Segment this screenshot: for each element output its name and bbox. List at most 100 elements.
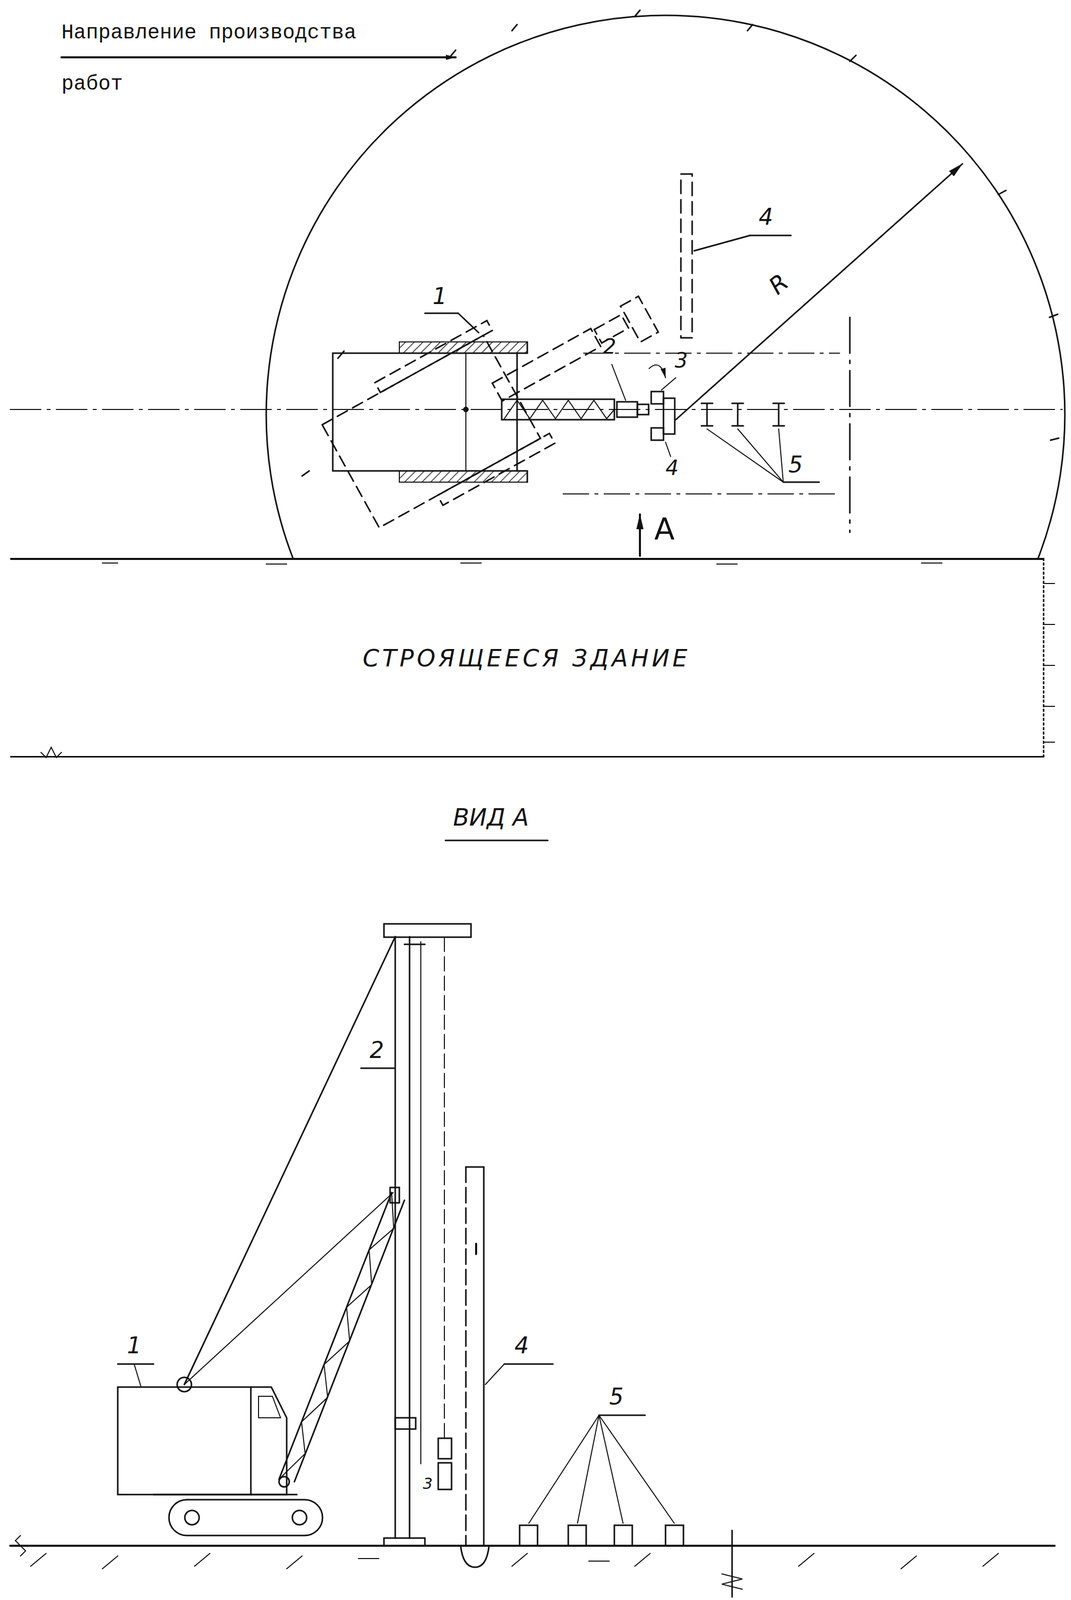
drawing-g xyxy=(102,563,1055,743)
drawing-line xyxy=(634,10,640,17)
drawing-g xyxy=(302,10,1059,477)
drawing-line xyxy=(184,936,396,1385)
drawing-circle xyxy=(279,1476,290,1488)
drawing-rect xyxy=(614,1525,633,1547)
drawing-line xyxy=(661,377,676,391)
callout-number: 4 xyxy=(514,1333,529,1359)
callout-number: 3 xyxy=(674,349,688,372)
drawing-line xyxy=(465,1167,467,1547)
drawing-line xyxy=(583,352,840,354)
drawing-line xyxy=(783,481,820,484)
drawing-line xyxy=(420,941,422,1465)
drawing-line xyxy=(747,24,753,31)
drawing-line xyxy=(1044,741,1055,743)
callout-number: 3 xyxy=(422,1475,433,1493)
drawing-line xyxy=(598,1415,675,1524)
drawing-path xyxy=(266,15,1065,559)
drawing-line xyxy=(475,1244,478,1255)
drawing-rect xyxy=(651,391,664,404)
drawing-path xyxy=(40,747,62,758)
drawing-line xyxy=(511,1553,528,1567)
drawing-rect xyxy=(438,1463,452,1490)
drawing-line xyxy=(443,937,445,1439)
drawing-path xyxy=(517,470,528,483)
drawing-rect xyxy=(374,320,492,393)
callout-number: 4 xyxy=(758,204,774,230)
drawing-line xyxy=(30,1553,47,1567)
drawing-line xyxy=(302,470,310,477)
drawing-line xyxy=(485,1364,505,1385)
drawing-line xyxy=(358,1558,379,1560)
drawing-circle xyxy=(292,1510,307,1526)
drawing-line xyxy=(337,351,345,359)
drawing-line xyxy=(716,563,738,565)
drawing-line xyxy=(394,936,397,1539)
drawing-circle xyxy=(463,407,469,413)
drawing-path xyxy=(721,1574,743,1590)
drawing-line xyxy=(998,190,1006,195)
drawing-g xyxy=(316,250,682,539)
drawing-path xyxy=(460,1547,489,1568)
callout-number: 2 xyxy=(603,335,616,358)
callout-number: 5 xyxy=(788,452,803,478)
drawing-line xyxy=(1050,438,1059,441)
drawing-rect xyxy=(437,433,555,506)
drawing-line xyxy=(598,1415,646,1417)
drawing-path xyxy=(517,341,528,354)
drawing-rect xyxy=(651,427,664,441)
direction-note: Направление производства работ xyxy=(61,7,390,111)
drawing-line xyxy=(528,1415,599,1524)
drawing-line xyxy=(1049,314,1058,318)
drawing-path xyxy=(732,403,744,426)
callout-number: 4 xyxy=(665,456,679,480)
building-outline: СТРОЯЩЕЕСЯ ЗДАНИЕ xyxy=(10,558,1045,758)
drawing-line xyxy=(286,1556,303,1570)
drawing-line xyxy=(404,944,425,946)
drawing-path xyxy=(773,403,785,426)
drawing-rect xyxy=(663,398,675,435)
radius-label: R xyxy=(763,269,794,300)
drawing-line xyxy=(279,1192,392,1480)
drawing-path xyxy=(701,403,713,426)
drawing-line xyxy=(458,313,479,333)
drawing-line xyxy=(588,1560,610,1562)
drawing-line xyxy=(460,562,482,564)
drawing-line xyxy=(1044,665,1055,667)
drawing-rect xyxy=(117,1387,251,1495)
drawing-rect xyxy=(616,401,638,418)
drawing-path xyxy=(15,1535,26,1557)
drawing-rect xyxy=(568,1525,587,1547)
callout-number: 2 xyxy=(369,1038,384,1063)
drawing-rect xyxy=(637,404,649,415)
drawing-line xyxy=(153,1494,297,1496)
drawing-line xyxy=(1044,624,1055,626)
drawing-line xyxy=(611,364,626,401)
drawing-line xyxy=(675,163,963,420)
drawing-polyline xyxy=(279,1192,394,1480)
drawing-line xyxy=(707,429,784,483)
drawing-line xyxy=(424,312,459,315)
drawing-line xyxy=(982,1553,999,1567)
drawing-line xyxy=(134,1364,141,1387)
view-mark: A xyxy=(654,513,675,547)
callout-number: 1 xyxy=(126,1333,142,1359)
drawing-line xyxy=(445,840,548,842)
drawing-line xyxy=(1044,705,1055,708)
drawing-rect xyxy=(492,328,602,402)
drawing-rect xyxy=(399,341,528,354)
drawing-line xyxy=(849,55,856,62)
drawing-line xyxy=(1044,583,1055,585)
drawing-line xyxy=(504,1363,553,1366)
callout-number: 5 xyxy=(609,1384,624,1410)
drawing-g xyxy=(30,1553,999,1570)
drawing-line xyxy=(511,24,518,31)
drawing-line xyxy=(61,56,456,59)
drawing-rect xyxy=(332,353,518,471)
drawing-path xyxy=(649,365,666,378)
drawing-line xyxy=(102,562,118,564)
drawing-line xyxy=(665,442,671,457)
drawing-rect xyxy=(501,399,615,420)
drawing-line xyxy=(737,429,784,483)
drawing-line xyxy=(184,1192,394,1385)
